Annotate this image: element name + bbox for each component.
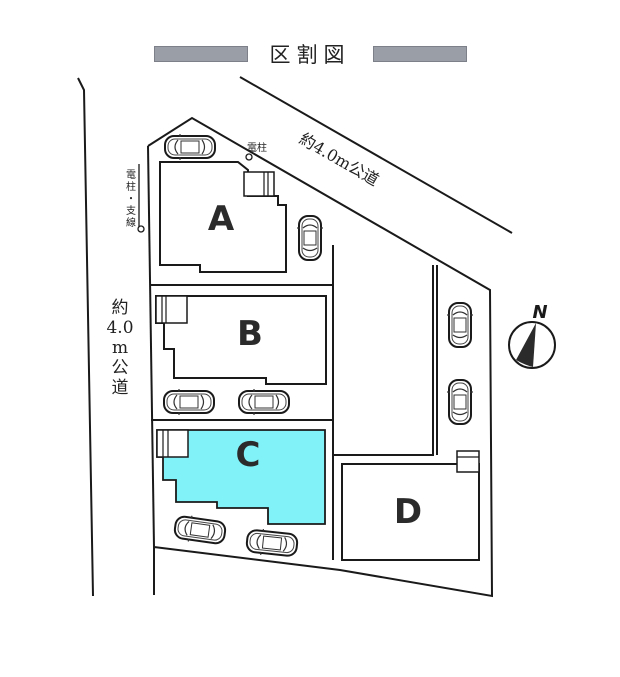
north-road-label: 約4.0m公道 [296,129,382,190]
lot-c: C [156,429,326,560]
car-icon [163,388,215,416]
lot-d-label: D [394,492,422,532]
car-icon [446,302,474,348]
title-text: 区割図 [269,43,351,67]
lot-d: D [341,302,480,561]
site-boundary [147,116,494,598]
lot-b-label: B [237,314,263,354]
title-bar-left [153,46,248,62]
compass: N [508,302,556,369]
car-icon [446,379,474,425]
diagram-title: 区割図 [0,39,620,69]
lot-b: B [155,295,327,416]
lot-c-label: C [236,435,261,475]
utility-pole-icon [137,225,145,233]
utility-pole-label: 電柱 [247,143,267,154]
car-icon [244,526,300,560]
lot-a-label: A [208,199,235,239]
car-icon [238,388,290,416]
lot-dividers [150,245,438,560]
car-icon [296,215,324,261]
lot-a: A [159,133,324,273]
pole-guy-wire-label: 電 柱 ・ 支 線 [126,170,136,229]
compass-north-label: N [532,302,547,323]
title-bar-right [372,46,467,62]
car-icon [172,512,228,548]
car-icon [164,133,216,161]
north-arrow-icon [516,323,536,367]
west-road-label: 約 4.0 m 公 道 [106,298,134,398]
utility-pole-icon [245,153,253,161]
